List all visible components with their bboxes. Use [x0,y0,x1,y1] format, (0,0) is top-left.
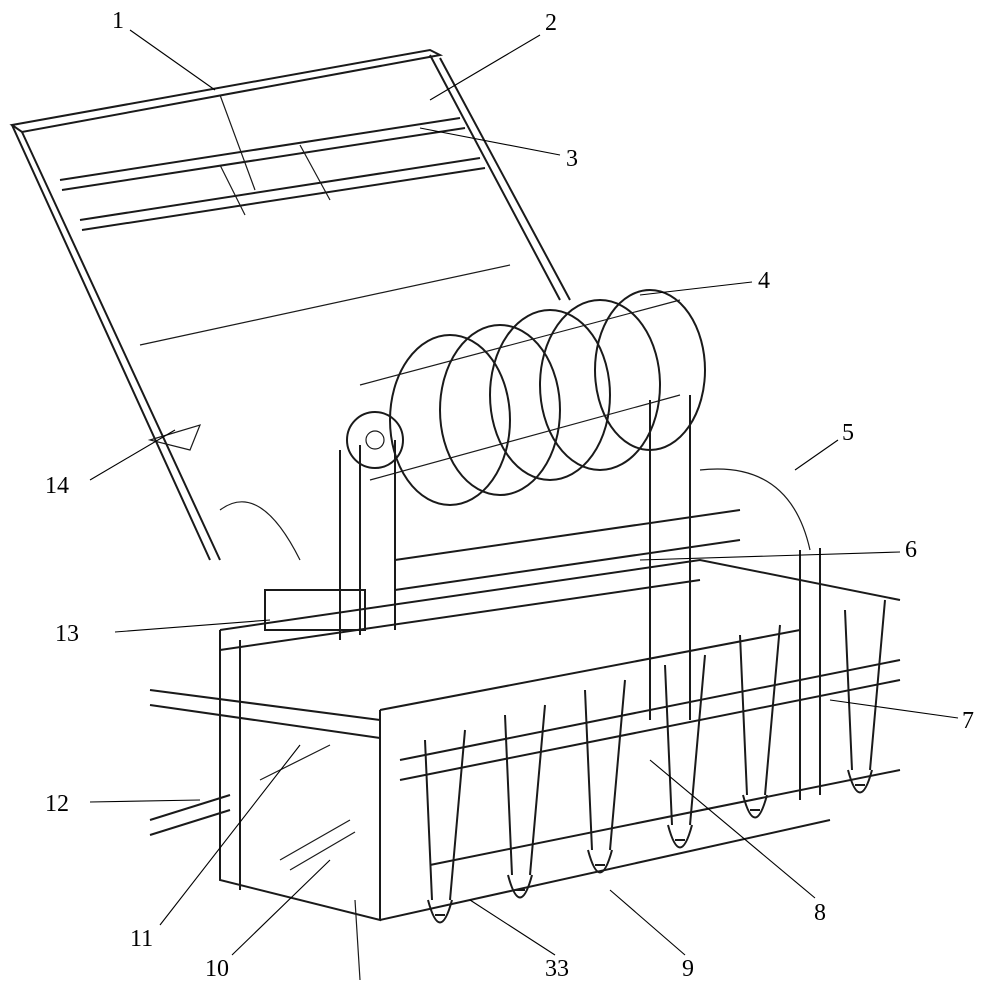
callout-label-10: 10 [205,956,229,982]
leader-line [470,900,555,955]
callout-label-11: 11 [130,926,153,952]
leader-line [232,860,330,955]
callout-label-33: 33 [545,956,569,982]
leader-line [795,440,838,470]
callout-label-6: 6 [905,537,917,563]
gripper [665,655,705,848]
callout-label-9: 9 [682,956,694,982]
handle-frame [12,50,570,560]
seedling-wheels [347,290,705,505]
gripper [585,680,625,873]
gripper [845,600,885,793]
callout-label-13: 13 [55,621,79,647]
leader-line [160,745,300,925]
callout-label-8: 8 [814,900,826,926]
callout-label-2: 2 [545,10,557,36]
leader-line [90,800,200,802]
leader-line [130,30,215,90]
callout-label-4: 4 [758,268,770,294]
callout-label-7: 7 [962,708,974,734]
callout-label-1: 1 [112,8,124,34]
callout-label-3: 3 [566,146,578,172]
gripper [740,625,780,818]
gripper [425,730,465,923]
leader-line [610,890,685,955]
leader-line [640,552,900,560]
leader-line [640,282,752,295]
gripper [505,705,545,898]
leader-line [430,35,540,100]
callout-label-12: 12 [45,791,69,817]
callout-label-5: 5 [842,420,854,446]
callout-label-14: 14 [45,473,69,499]
